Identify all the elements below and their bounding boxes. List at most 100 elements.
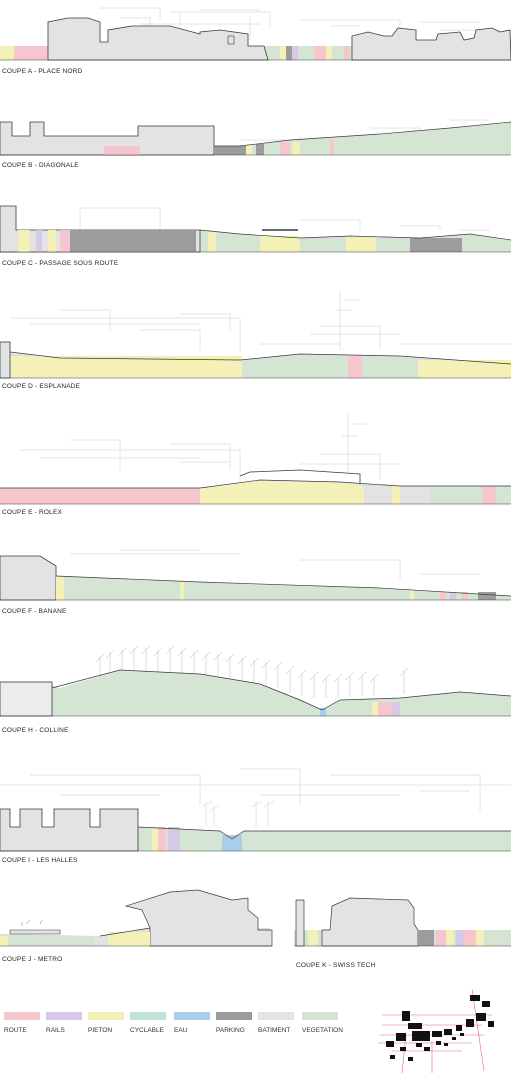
band-building [94, 936, 108, 946]
band-parking [410, 238, 462, 252]
legend-label: BATIMENT [258, 1027, 291, 1034]
building-mass [0, 121, 215, 156]
building-footprints [386, 995, 494, 1061]
building-mass [0, 681, 53, 717]
section-e: COUPE E - ROLEX [0, 410, 511, 520]
band-rails [392, 702, 400, 716]
band-route [344, 46, 350, 60]
band-pieton [18, 230, 30, 252]
band-parking [214, 146, 246, 155]
band-route [280, 142, 290, 155]
legend-label: ROUTE [4, 1027, 27, 1034]
band-pieton [200, 480, 364, 504]
building-mass [47, 17, 269, 61]
legend-label: CYCLABLE [130, 1027, 164, 1034]
band-route [330, 140, 334, 155]
section-caption: COUPE A - PLACE NORD [2, 68, 83, 75]
band-eau [320, 708, 326, 716]
band-pieton [208, 232, 216, 252]
band-parking [286, 46, 292, 60]
band-route [0, 488, 200, 504]
band-building [400, 486, 430, 504]
section-caption: COUPE F - BANANE [2, 608, 67, 615]
legend-label: PARKING [216, 1027, 245, 1034]
band-route [436, 930, 446, 946]
band-route [60, 230, 70, 252]
legend-label: RAILS [46, 1027, 65, 1034]
legend-label: EAU [174, 1027, 188, 1034]
band-pieton [392, 486, 400, 504]
band-pieton [10, 356, 242, 378]
section-i: COUPE I - LES HALLES [0, 755, 511, 870]
band-pieton [410, 590, 414, 600]
building-mass [0, 555, 57, 601]
band-pieton [180, 582, 184, 600]
band-parking [478, 592, 496, 600]
ground-vegetation [0, 670, 511, 716]
section-e-drawing [0, 414, 511, 505]
band-parking [100, 230, 196, 252]
band-route [104, 146, 140, 155]
section-i-drawing [0, 768, 511, 852]
section-a-drawing [0, 7, 511, 61]
key-map [378, 988, 494, 1074]
band-route [348, 356, 362, 378]
band-pieton [346, 236, 376, 252]
band-route [482, 486, 496, 504]
section-caption: COUPE C - PASSAGE SOUS ROUTE [2, 260, 119, 267]
legend-swatch [4, 1012, 40, 1020]
band-route [464, 930, 476, 946]
ground-vegetation [0, 570, 511, 600]
band-pieton [260, 236, 300, 252]
building-mass [124, 889, 273, 947]
band-rails [36, 230, 42, 252]
section-c: COUPE C - PASSAGE SOUS ROUTE [0, 200, 511, 280]
band-rails [168, 827, 180, 851]
section-f: COUPE F - BANANE [0, 540, 511, 620]
building-mass [0, 341, 11, 379]
band-pieton [418, 360, 511, 378]
band-route [14, 46, 48, 60]
section-j-drawing [0, 889, 273, 947]
band-parking [70, 230, 100, 252]
band-parking [256, 144, 264, 155]
building-mass [0, 808, 139, 852]
band-rails [456, 930, 464, 946]
section-h-drawing [0, 645, 511, 717]
band-pieton [246, 144, 252, 155]
building-mass-2 [351, 27, 511, 61]
section-caption: COUPE E - ROLEX [2, 509, 63, 516]
band-pieton [476, 930, 484, 946]
band-pieton [446, 930, 454, 946]
band-route [378, 702, 392, 716]
section-d-drawing [0, 290, 511, 379]
legend-swatch [216, 1012, 252, 1020]
band-pieton [0, 46, 14, 60]
band-pieton [56, 576, 64, 600]
section-b: COUPE B - DIAGONALE [0, 100, 511, 180]
section-c-drawing [0, 205, 511, 253]
section-h: COUPE H - COLLINE [0, 640, 511, 740]
legend-swatch [46, 1012, 82, 1020]
band-eau [222, 835, 242, 851]
section-a: COUPE A - PLACE NORD [0, 0, 511, 80]
section-caption: COUPE H - COLLINE [2, 727, 69, 734]
building-mass [321, 897, 419, 947]
band-pieton [308, 930, 318, 946]
tree-row [95, 645, 409, 698]
section-b-drawing [0, 119, 511, 156]
band-pieton [48, 230, 56, 252]
band-pieton [372, 702, 378, 716]
section-caption: COUPE K - SWISS TECH [296, 962, 376, 969]
legend-label: VEGETATION [302, 1027, 343, 1034]
band-rails [450, 592, 456, 600]
band-rails [292, 46, 298, 60]
section-k-drawing [294, 897, 511, 947]
band-parking [418, 930, 434, 946]
section-d: COUPE D - ESPLANADE [0, 290, 511, 400]
band-route [158, 827, 166, 851]
band-pieton [0, 936, 8, 946]
section-f-drawing [0, 549, 511, 601]
band-pieton [152, 827, 158, 851]
band-pieton [292, 142, 300, 155]
